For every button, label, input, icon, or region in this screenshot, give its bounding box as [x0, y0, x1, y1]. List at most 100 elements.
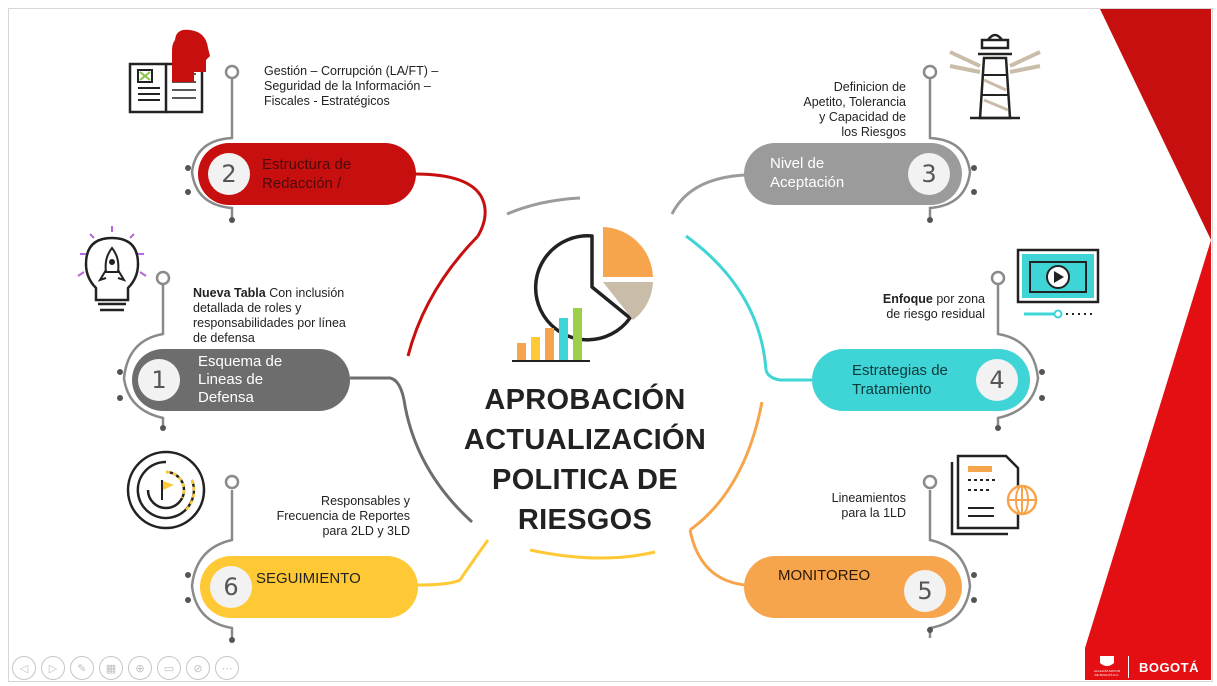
step-3-description: Definicion de Apetito, Tolerancia y Capa… [766, 80, 906, 140]
step-1-label-line1: Esquema de [198, 353, 283, 370]
step-3-label-line2: Aceptación [770, 174, 845, 191]
step-4-label: Estrategias de Tratamiento [852, 361, 948, 399]
step-1-number: 1 [138, 359, 180, 401]
center-title-line2: ACTUALIZACIÓN [463, 424, 707, 456]
pen-icon[interactable]: ✎ [70, 656, 94, 680]
step-1-desc-line1: Con inclusión [265, 286, 345, 300]
step-4-pill[interactable]: 4 Estrategias de Tratamiento [812, 349, 1030, 411]
step-6-label-line1: SEGUIMIENTO [256, 570, 361, 587]
next-icon[interactable]: ▷ [41, 656, 65, 680]
step-6-description: Responsables y Frecuencia de Reportes pa… [250, 494, 410, 539]
connector-4 [764, 369, 812, 382]
step-4-label-line2: Tratamiento [852, 381, 932, 398]
step-5-number: 5 [904, 570, 946, 612]
step-3-label: Nivel de Aceptación [770, 154, 844, 192]
circle-arc-cyan [685, 234, 768, 371]
step-2-pill[interactable]: 2 Estructura de Redacción / [198, 143, 416, 205]
step-4-description: Enfoque por zona de riesgo residual [840, 292, 985, 322]
camera-off-icon[interactable]: ⊘ [186, 656, 210, 680]
step-3-desc-line2: Apetito, Tolerancia [803, 95, 906, 109]
step-5-desc-line2: para la 1LD [841, 506, 906, 520]
pages-icon[interactable]: ▦ [99, 656, 123, 680]
step-4-desc-line2: de riesgo residual [886, 307, 985, 321]
step-4-desc-line1: por zona [932, 292, 985, 306]
circle-arc-gray [402, 399, 474, 524]
step-1-label-line3: Defensa [198, 389, 254, 406]
video-player-icon [1016, 248, 1100, 319]
step-5-label-line1: MONITOREO [778, 567, 871, 584]
step-2-label-line1: Estructura de [262, 156, 352, 173]
step-3-label-line1: Nivel de [770, 155, 825, 172]
step-1-desc-line2: detallada de roles y [193, 301, 302, 315]
step-5-desc-line1: Lineamientos [831, 491, 906, 505]
previous-icon[interactable]: ◁ [12, 656, 36, 680]
step-1-label-line2: Lineas de [198, 371, 264, 388]
connector-2 [414, 172, 487, 237]
step-5-label: MONITOREO [778, 566, 870, 585]
step-6-desc-line2: Frecuencia de Reportes [276, 509, 410, 523]
step-3-pill[interactable]: 3 Nivel de Aceptación [744, 143, 962, 205]
connector-1 [350, 376, 406, 401]
step-2-desc-line1: Gestión – Corrupción (LA/FT) – [264, 64, 439, 78]
connector-3 [670, 173, 746, 215]
step-3-desc-line4: los Riesgos [841, 125, 906, 139]
step-5-description: Lineamientos para la 1LD [790, 491, 906, 521]
more-icon[interactable]: ⋯ [215, 656, 239, 680]
step-3-number: 3 [908, 153, 950, 195]
pill-top-circles [155, 64, 1006, 490]
shield-icon [1099, 656, 1114, 666]
pie-slice-tan [603, 282, 653, 320]
center-title: APROBACIÓN ACTUALIZACIÓN POLITICA DE RIE… [455, 380, 715, 540]
presentation-toolbar: ◁ ▷ ✎ ▦ ⊕ ▭ ⊘ ⋯ [12, 656, 239, 680]
circle-arc-yellow [529, 548, 656, 560]
seal-text-line2: DE BOGOTÁ D.C. [1094, 673, 1120, 677]
step-1-pill[interactable]: 1 Esquema de Lineas de Defensa [132, 349, 350, 411]
step-2-label: Estructura de Redacción / [262, 155, 351, 193]
logo-separator [1127, 656, 1129, 678]
step-6-desc-line3: para 2LD y 3LD [322, 524, 410, 538]
pie-slice-dark [533, 234, 632, 342]
step-4-label-line1: Estrategias de [852, 362, 948, 379]
step-3-desc-line3: y Capacidad de [819, 110, 906, 124]
book-reader-icon [128, 29, 210, 114]
seal-text-line1: ALCALDÍA MAYOR [1093, 669, 1120, 673]
step-5-pill[interactable]: 5 MONITOREO [744, 556, 962, 618]
circle-arc-orange [689, 401, 764, 532]
maze-flag-icon [126, 450, 206, 530]
alcaldia-seal: ALCALDÍA MAYOR DE BOGOTÁ D.C. [1093, 655, 1120, 679]
subtitles-icon[interactable]: ▭ [157, 656, 181, 680]
step-2-desc-line2: Seguridad de la Información – [264, 79, 431, 93]
red-corner-decoration-bottom [1085, 240, 1211, 680]
bogota-logo: ALCALDÍA MAYOR DE BOGOTÁ D.C. BOGOTÁ [1093, 655, 1199, 679]
step-1-desc-bold: Nueva Tabla [193, 286, 266, 300]
lighthouse-icon [949, 33, 1041, 120]
step-1-desc-line3: responsabilidades por línea [193, 316, 346, 330]
rocket-bulb-icon [77, 226, 147, 312]
red-corner-decoration [1100, 9, 1211, 240]
bar-icons [512, 308, 590, 362]
step-2-description: Gestión – Corrupción (LA/FT) – Seguridad… [264, 64, 438, 109]
step-6-desc-line1: Responsables y [321, 494, 410, 508]
document-globe-icon [950, 454, 1038, 536]
step-1-description: Nueva Tabla Con inclusión detallada de r… [193, 286, 346, 346]
step-4-desc-bold: Enfoque [882, 292, 933, 306]
zoom-icon[interactable]: ⊕ [128, 656, 152, 680]
step-2-desc-line3: Fiscales - Estratégicos [264, 94, 390, 108]
step-1-desc-line4: de defensa [193, 331, 255, 345]
center-title-line4: RIESGOS [517, 504, 653, 536]
step-3-desc-line1: Definicion de [833, 80, 906, 94]
center-title-line3: POLITICA DE [492, 464, 678, 496]
step-6-label: SEGUIMIENTO [256, 569, 361, 588]
bogota-wordmark: BOGOTÁ [1138, 659, 1199, 675]
pie-slice-orange [603, 227, 653, 277]
step-4-number: 4 [976, 359, 1018, 401]
step-6-number: 6 [210, 566, 252, 608]
pill-dots [117, 165, 1045, 643]
step-1-label: Esquema de Lineas de Defensa [198, 353, 282, 407]
step-6-pill[interactable]: 6 SEGUIMIENTO [200, 556, 418, 618]
pill-arcs [122, 74, 1040, 638]
circle-arc-red [506, 196, 581, 216]
